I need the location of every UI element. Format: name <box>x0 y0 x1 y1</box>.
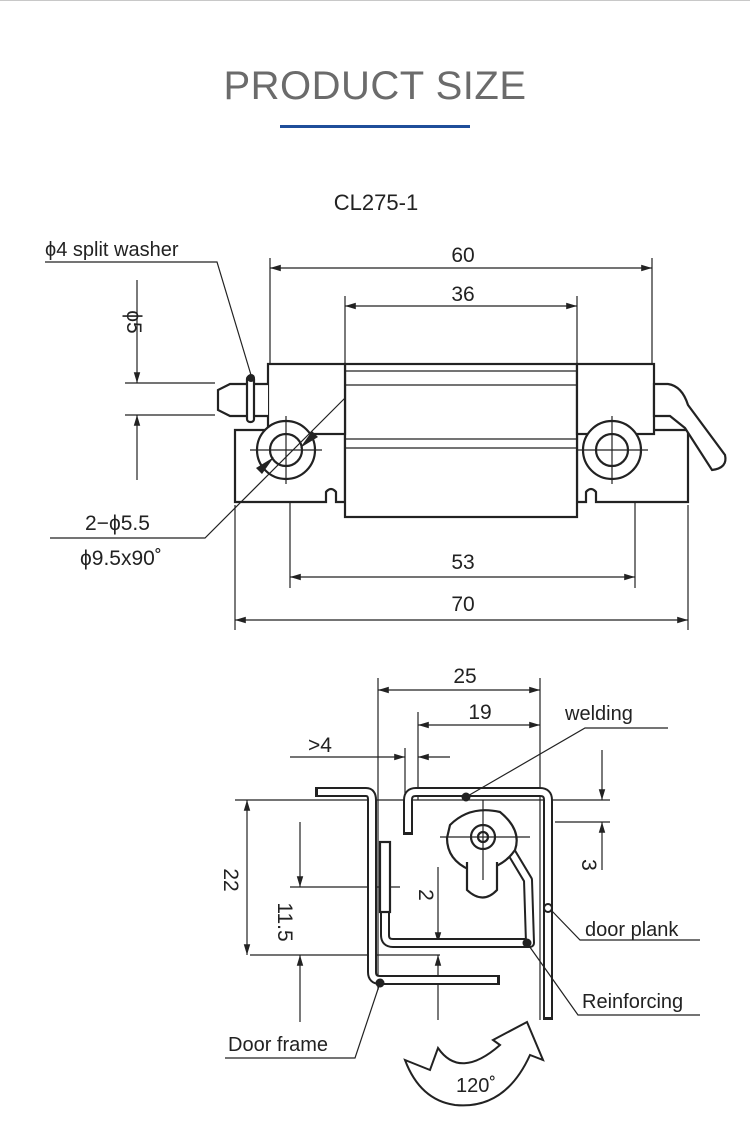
dim-3: 3 <box>577 859 600 871</box>
door-frame-label: Door frame <box>228 1034 328 1056</box>
pin-diameter-label: ϕ5 <box>122 310 145 333</box>
hole-label: 2−ϕ5.5 <box>85 512 150 535</box>
reinforcing-bracket <box>380 847 535 948</box>
title-underline <box>280 125 470 128</box>
page-title: PRODUCT SIZE <box>223 64 527 108</box>
reinforcing-label: Reinforcing <box>582 991 683 1013</box>
latch-slot <box>465 862 499 899</box>
top-view-drawing: CL275-1 60 36 ϕ5 ϕ4 split washer <box>45 190 727 630</box>
dim-2: 2 <box>414 889 437 901</box>
spacer-block <box>378 840 392 914</box>
left-pin <box>216 382 268 418</box>
rotation-label: 120˚ <box>456 1075 496 1097</box>
rotation-arrow-icon <box>403 1020 545 1107</box>
hole-leader <box>50 397 346 539</box>
door-plank <box>403 787 553 1020</box>
dim-11-5: 11.5 <box>273 902 296 941</box>
dim-60: 60 <box>451 244 474 267</box>
door-plank-label: door plank <box>585 919 679 941</box>
washer-label: ϕ4 split washer <box>45 239 179 261</box>
countersink-label: ϕ9.5x90˚ <box>80 547 162 570</box>
dim-36: 36 <box>451 283 474 306</box>
dim-70: 70 <box>451 593 474 616</box>
door-frame <box>315 787 500 985</box>
right-bent-pin <box>652 382 727 472</box>
dim-19: 19 <box>468 701 491 724</box>
dim-gap: >4 <box>308 734 332 757</box>
dim-53: 53 <box>451 551 474 574</box>
dim-22: 22 <box>219 868 242 891</box>
top-divider <box>0 0 750 1</box>
split-washer <box>245 374 256 424</box>
welding-label: welding <box>564 703 633 725</box>
center-barrel <box>343 362 579 519</box>
model-label: CL275-1 <box>334 190 418 215</box>
dim-25: 25 <box>453 665 476 688</box>
side-view-drawing: 25 19 >4 22 11.5 2 3 <box>219 665 700 1107</box>
